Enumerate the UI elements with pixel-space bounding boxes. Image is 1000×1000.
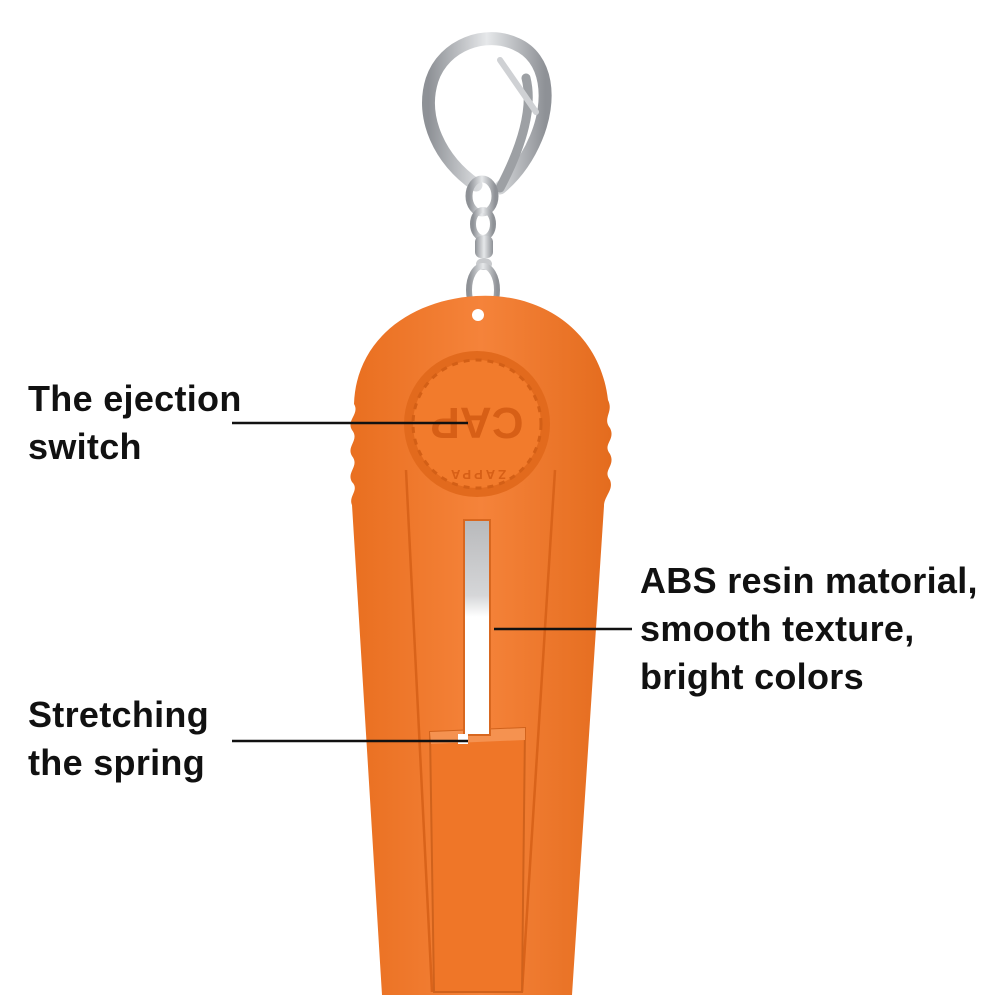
callout-line: The ejection (28, 378, 242, 419)
cap-ring-text: ZAPPA (448, 467, 506, 482)
callout-line: Stretching (28, 694, 210, 735)
opener-body (350, 295, 612, 995)
callout-line: switch (28, 426, 142, 467)
callout-line: bright colors (640, 656, 864, 697)
carabiner-clip (422, 32, 552, 195)
callout-line: the spring (28, 742, 206, 783)
keychain-links (465, 175, 500, 317)
stretching-spring-callout: Stretching the spring (28, 691, 209, 787)
ejection-switch-cap-button: CAP ZAPPA (404, 351, 550, 497)
material-callout: ABS resin matorial, smooth texture, brig… (640, 557, 978, 701)
callout-line: smooth texture, (640, 608, 915, 649)
ejection-switch-callout: The ejection switch (28, 375, 242, 471)
callout-line: ABS resin matorial, (640, 560, 978, 601)
